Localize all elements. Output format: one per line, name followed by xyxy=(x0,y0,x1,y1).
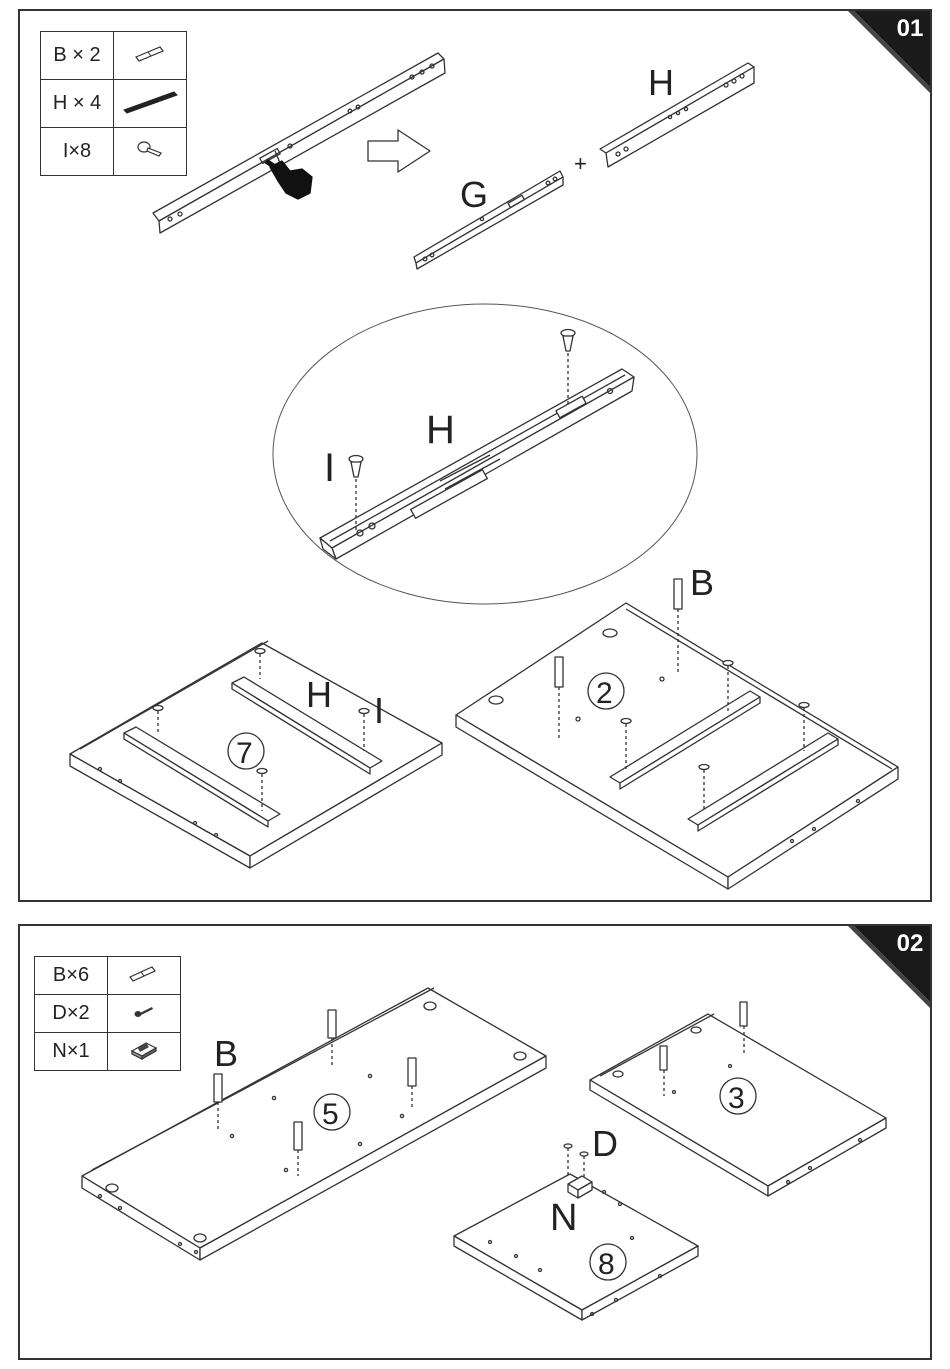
parts-label: B × 2 xyxy=(41,32,114,80)
step-02-panel: B D N 5 3 8 B×6 D×2 N× xyxy=(18,924,932,1360)
rail-h xyxy=(600,63,754,167)
board-5-number: 5 xyxy=(322,1098,339,1131)
board-7-number: 7 xyxy=(236,737,253,770)
board-2-number: 2 xyxy=(596,677,613,710)
zoomed-rail-h xyxy=(320,369,634,559)
zoom-label-h: H xyxy=(426,408,455,452)
board-8-number: 8 xyxy=(598,1248,615,1281)
board-3-number: 3 xyxy=(728,1082,745,1115)
parts-label: I×8 xyxy=(41,128,114,176)
zoom-label-i: I xyxy=(324,446,335,490)
label-g: G xyxy=(460,174,488,215)
step-number: 01 xyxy=(890,15,930,43)
parts-row-n: N×1 xyxy=(35,1033,181,1071)
plus-sign: + xyxy=(574,151,587,176)
step-badge: 02 xyxy=(846,924,932,1010)
step-badge: 01 xyxy=(846,9,932,95)
right-arrow-icon xyxy=(368,130,430,172)
label-h: H xyxy=(648,62,674,103)
board-7-label-i: I xyxy=(374,690,384,731)
dowel-icon xyxy=(130,43,170,63)
board-7 xyxy=(70,641,442,868)
dowel-icon xyxy=(126,963,162,983)
step-02-parts-table: B×6 D×2 N×1 xyxy=(34,956,181,1071)
step-01-panel: G H + H I H I B 7 2 B × 2 H × 4 xyxy=(18,9,932,902)
parts-row-h: H × 4 xyxy=(41,80,187,128)
parts-row-i: I×8 xyxy=(41,128,187,176)
drawer-rail-icon xyxy=(120,88,180,114)
board-2-label-b: B xyxy=(690,562,714,603)
step-01-parts-table: B × 2 H × 4 I×8 xyxy=(40,31,187,176)
small-screw-icon xyxy=(132,1003,156,1019)
board-2 xyxy=(456,579,898,889)
rail-g xyxy=(414,171,563,269)
hand-icon xyxy=(266,161,312,199)
parts-row-b: B × 2 xyxy=(41,32,187,80)
label-n: N xyxy=(550,1197,577,1239)
screw-icon xyxy=(135,138,165,160)
parts-label: D×2 xyxy=(35,995,108,1033)
parts-label: H × 4 xyxy=(41,80,114,128)
parts-row-d: D×2 xyxy=(35,995,181,1033)
parts-label: B×6 xyxy=(35,957,108,995)
parts-label: N×1 xyxy=(35,1033,108,1071)
label-b: B xyxy=(214,1033,238,1074)
label-d: D xyxy=(592,1123,618,1164)
magnet-catch-icon xyxy=(128,1037,160,1061)
board-7-label-h: H xyxy=(306,674,332,715)
step-number: 02 xyxy=(890,930,930,958)
parts-row-b: B×6 xyxy=(35,957,181,995)
